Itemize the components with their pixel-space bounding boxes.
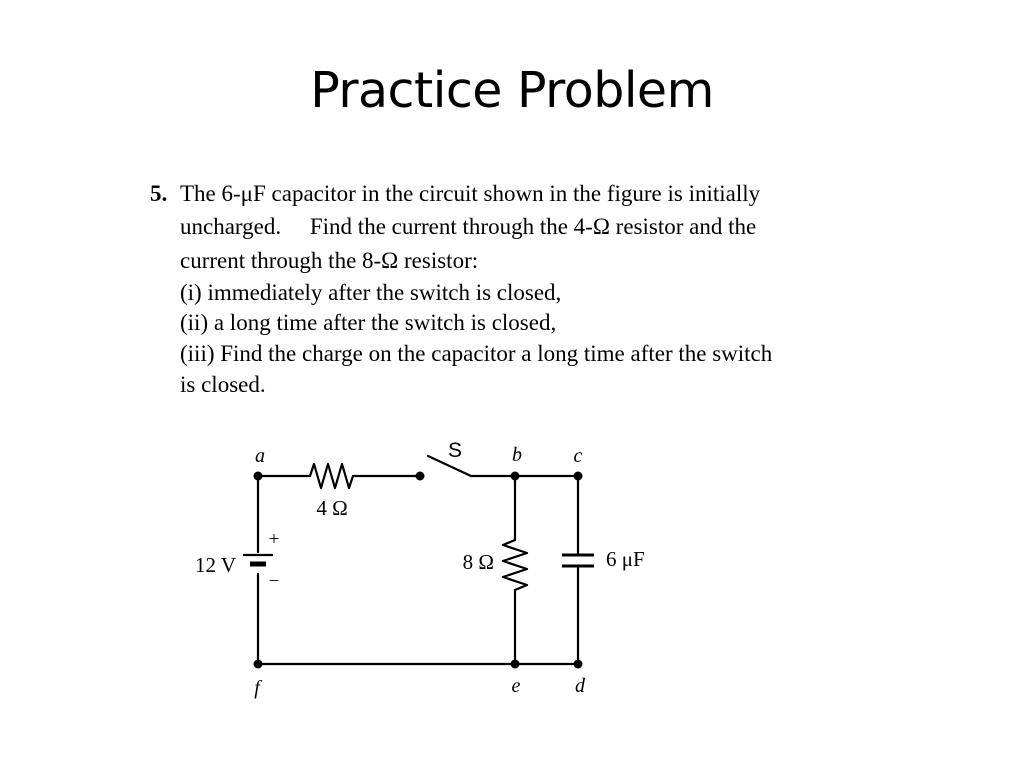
node-a-label: a <box>255 445 265 467</box>
problem-line-3: current through the 8-Ω resistor: <box>180 248 479 273</box>
resistor-4-ohm <box>308 462 355 490</box>
resistor-8-ohm <box>501 538 529 592</box>
node-b-dot <box>510 471 520 481</box>
node-f-dot <box>253 659 263 669</box>
problem-line-5: (ii) a long time after the switch is clo… <box>180 310 557 335</box>
node-e-label: e <box>512 675 521 697</box>
problem-line-1: The 6-μF capacitor in the circuit shown … <box>180 181 761 206</box>
resistor-4-ohm-label: 4 Ω <box>316 496 347 520</box>
slide-title: Practice Problem <box>310 62 714 119</box>
node-d-dot <box>573 659 583 669</box>
node-c-dot <box>573 471 583 481</box>
node-c-label: c <box>574 445 583 467</box>
node-a-dot <box>253 471 263 481</box>
problem-line-6: (iii) Find the charge on the capacitor a… <box>180 341 773 366</box>
node-d-label: d <box>575 675 586 697</box>
switch-label: S <box>448 439 462 462</box>
node-b-label: b <box>512 444 522 466</box>
switch-blade <box>426 454 473 478</box>
resistor-8-ohm-label: 8 Ω <box>463 550 494 574</box>
problem-line-2: uncharged. Find the current through the … <box>180 214 757 239</box>
switch-contact-dot <box>415 471 425 481</box>
battery-minus-label: − <box>269 571 280 592</box>
battery-voltage-label: 12 V <box>195 553 236 577</box>
problem-line-4: (i) immediately after the switch is clos… <box>180 280 562 305</box>
problem-number: 5. <box>150 181 168 206</box>
capacitor-label: 6 μF <box>606 547 645 571</box>
node-e-dot <box>510 659 520 669</box>
battery-plus-label: + <box>269 529 280 550</box>
problem-line-7: is closed. <box>180 372 266 397</box>
node-f-label: f <box>254 677 262 699</box>
